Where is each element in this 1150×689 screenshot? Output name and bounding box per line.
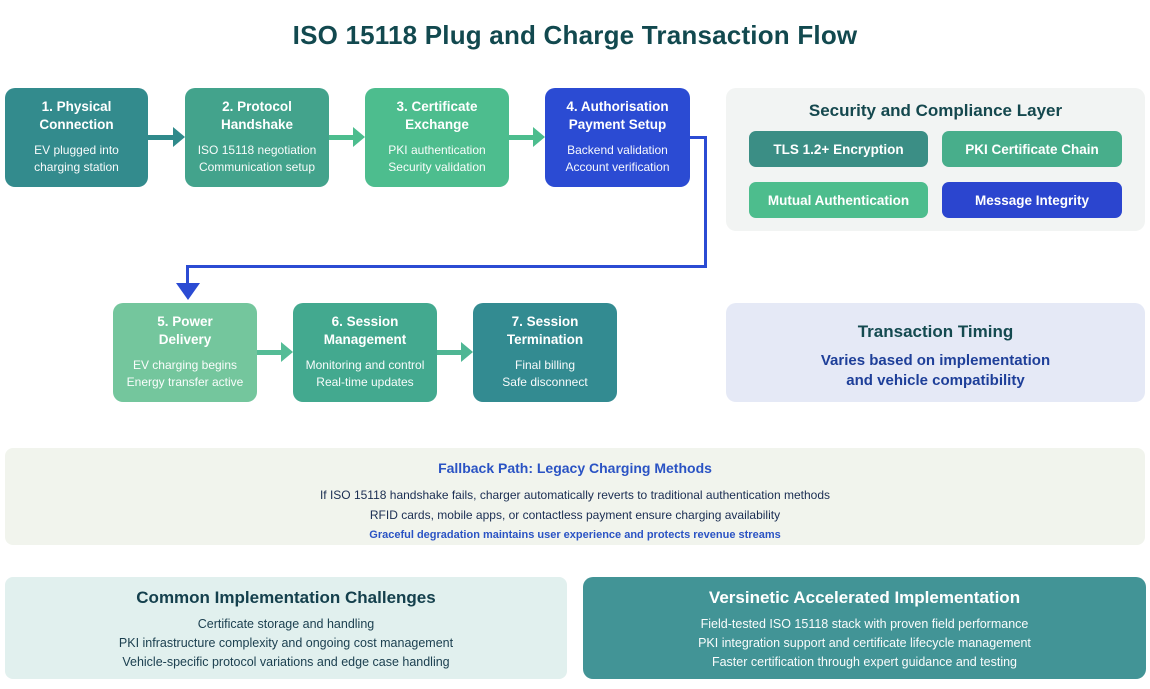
versinetic-title: Versinetic Accelerated Implementation <box>708 588 1021 607</box>
fallback-title: Fallback Path: Legacy Charging Methods <box>438 460 712 476</box>
versinetic-panel: Versinetic Accelerated Implementation Fi… <box>583 577 1146 679</box>
challenges-title: Common Implementation Challenges <box>136 588 436 607</box>
pill-message-integrity: Message Integrity <box>942 182 1122 218</box>
fallback-panel: Fallback Path: Legacy Charging Methods I… <box>5 448 1145 545</box>
arrow-step6-to-step7 <box>437 342 473 362</box>
challenges-body: Certificate storage and handling PKI inf… <box>118 617 454 669</box>
timing-title: Transaction Timing <box>857 322 1014 341</box>
connector-horizontal <box>186 265 707 268</box>
fallback-line: RFID cards, mobile apps, or contactless … <box>369 508 781 522</box>
pill-tls-encryption: TLS 1.2+ Encryption <box>749 131 928 167</box>
page-title: ISO 15118 Plug and Charge Transaction Fl… <box>292 20 858 50</box>
fallback-note: Graceful degradation maintains user expe… <box>369 529 781 541</box>
pill-pki-certificate-chain: PKI Certificate Chain <box>942 131 1122 167</box>
arrow-step5-to-step6 <box>257 342 293 362</box>
arrow-step2-to-step3 <box>329 127 365 147</box>
transaction-timing-panel: Transaction Timing Varies based on imple… <box>726 303 1145 402</box>
pill-mutual-authentication: Mutual Authentication <box>749 182 928 218</box>
arrow-step3-to-step4 <box>509 127 545 147</box>
arrow-step1-to-step2 <box>148 127 185 147</box>
connector-arrowhead-down <box>176 283 200 300</box>
security-panel-title: Security and Compliance Layer <box>808 101 1063 120</box>
implementation-challenges-panel: Common Implementation Challenges Certifi… <box>5 577 567 679</box>
connector-vertical-left <box>186 265 189 284</box>
fallback-line: If ISO 15118 handshake fails, charger au… <box>319 488 831 502</box>
security-compliance-panel: Security and Compliance Layer TLS 1.2+ E… <box>726 88 1145 231</box>
connector-stub <box>688 136 707 139</box>
versinetic-body: Field-tested ISO 15118 stack with proven… <box>698 617 1031 669</box>
connector-vertical-right <box>704 136 707 268</box>
